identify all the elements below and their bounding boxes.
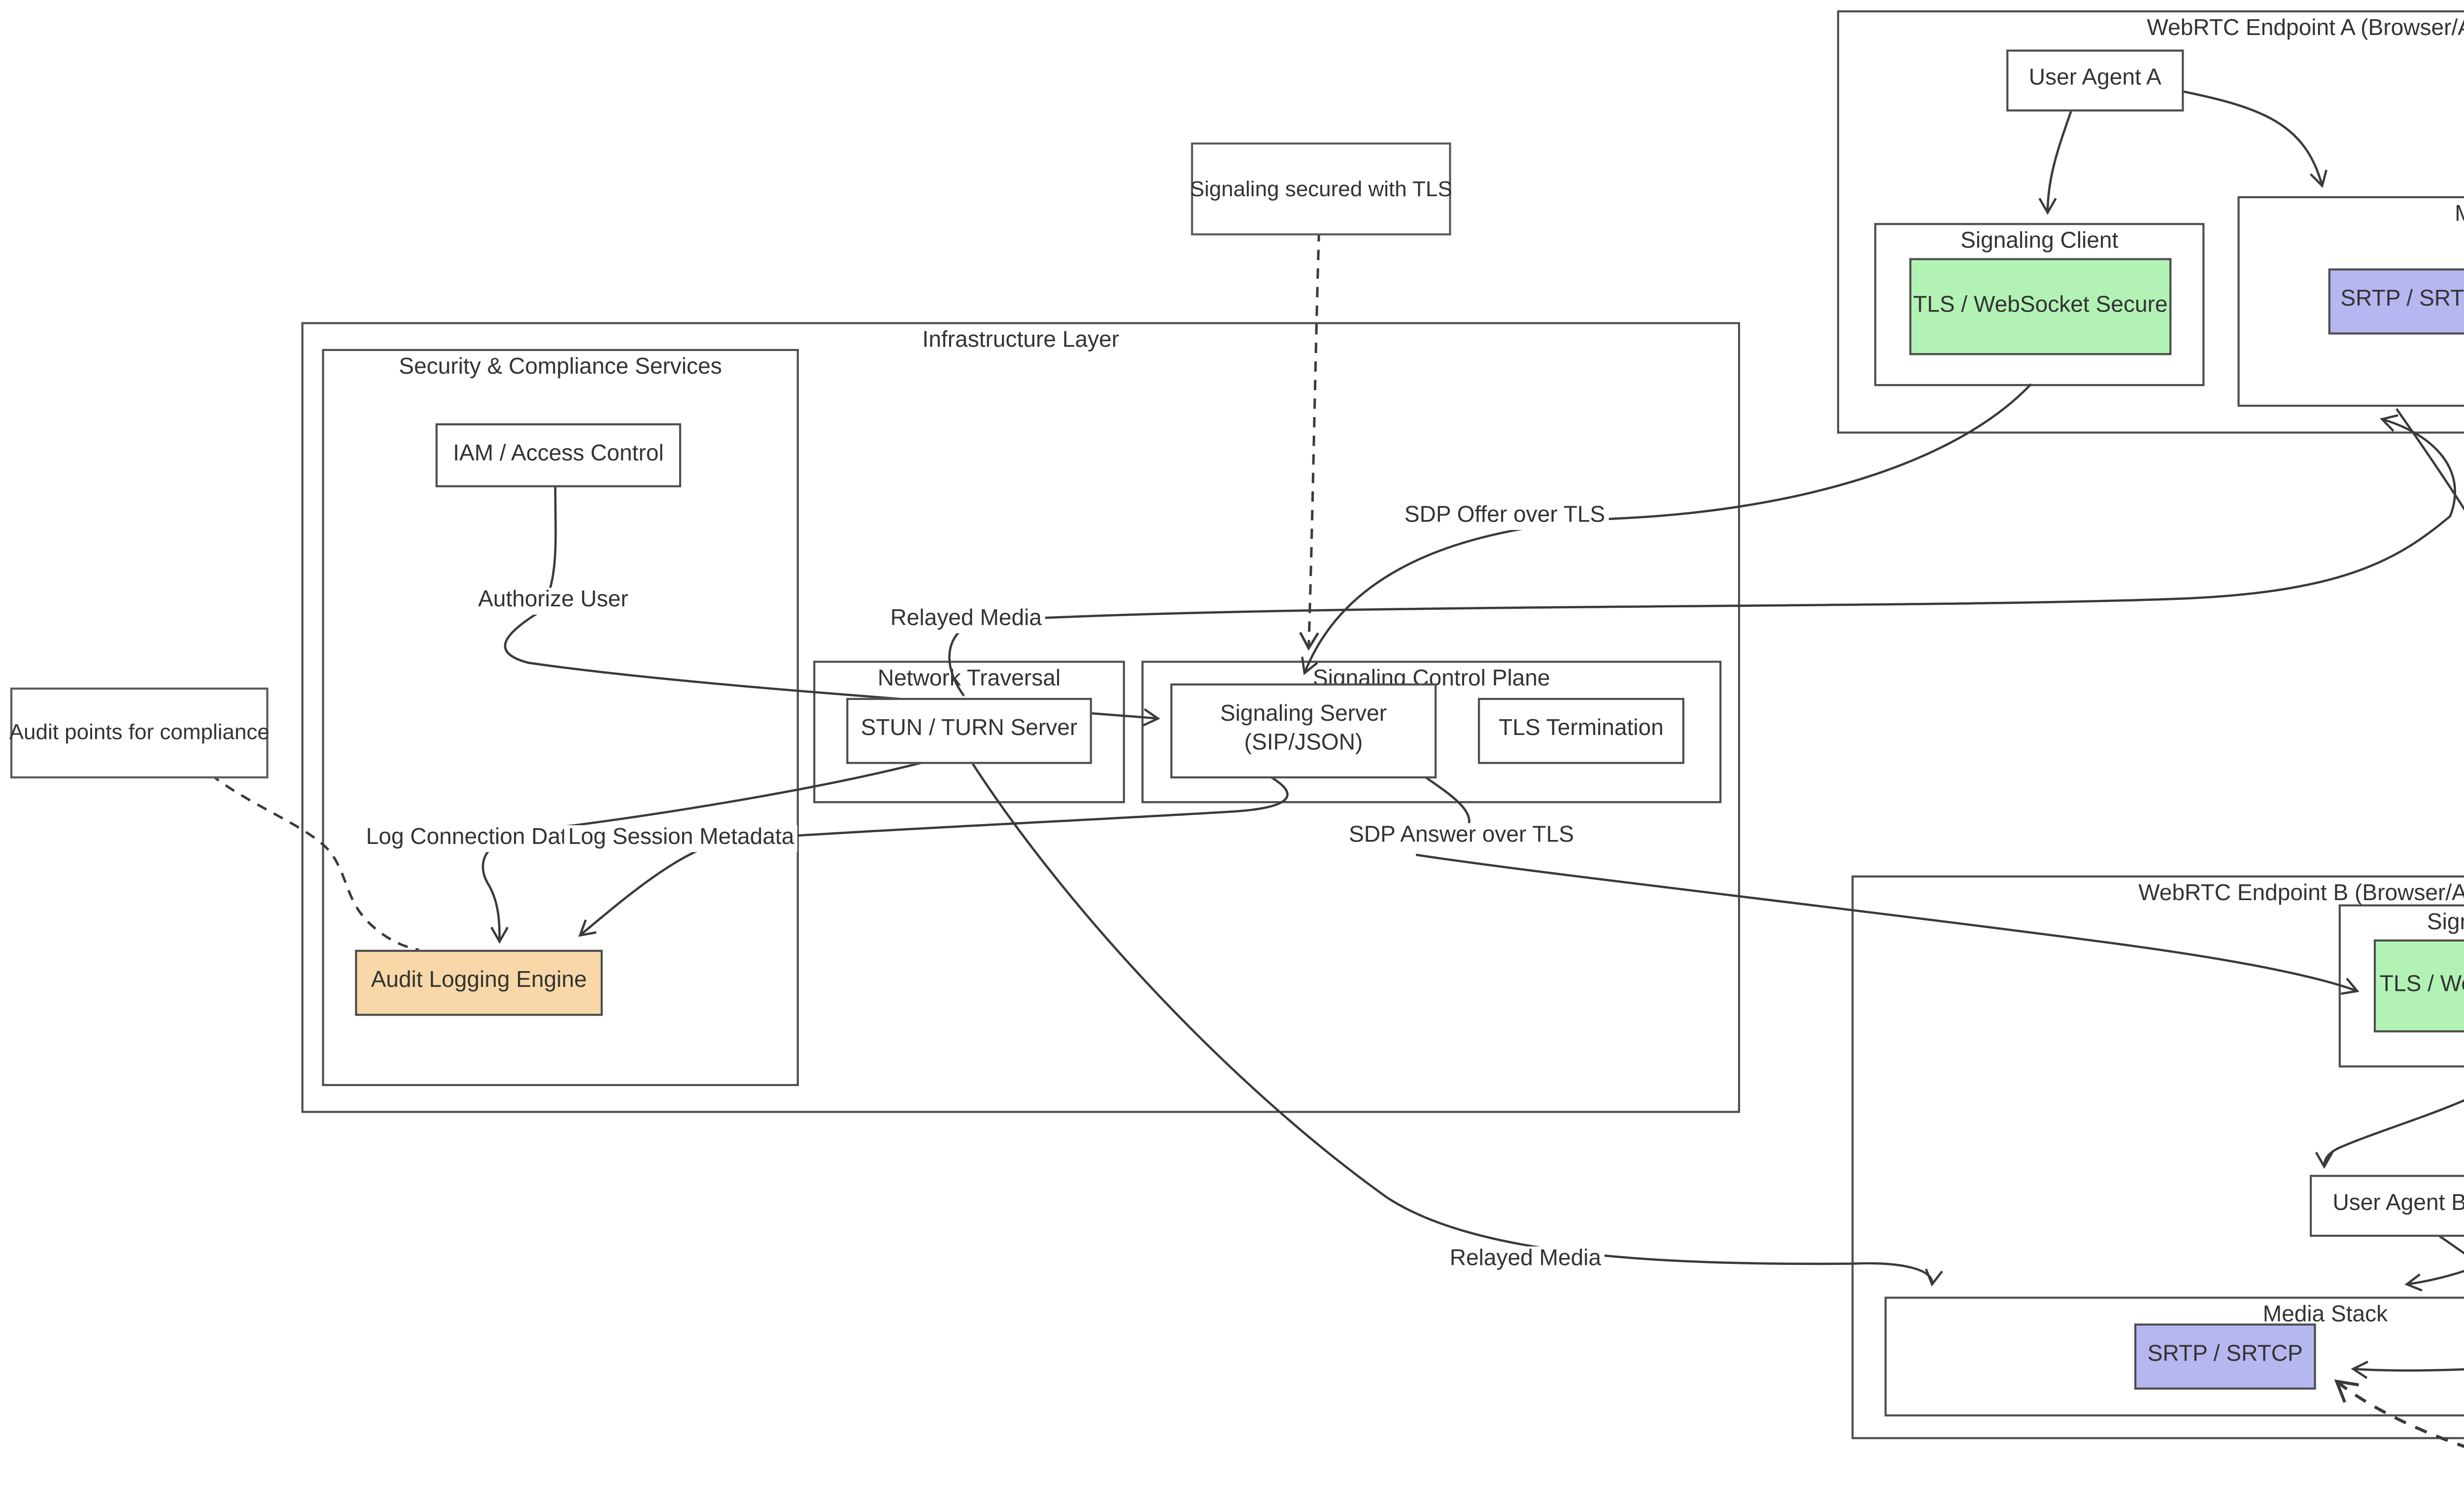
tls-websocket-b-label: TLS / WebSocket Secure <box>2379 972 2464 997</box>
tls-websocket-a-node: TLS / WebSocket Secure <box>1909 258 2172 355</box>
network-traversal-title: Network Traversal <box>877 666 1061 692</box>
iam-access-control-label: IAM / Access Control <box>453 441 664 466</box>
label-log-session: Log Session Metadata <box>564 825 798 852</box>
audit-logging-engine-node: Audit Logging Engine <box>355 949 603 1016</box>
note-signaling-secured: Signaling secured with TLS <box>1190 142 1452 236</box>
user-agent-b-node: User Agent B <box>2310 1175 2464 1237</box>
endpoint-a-title: WebRTC Endpoint A (Browser/App) <box>2147 16 2464 41</box>
note-audit-points-label: Audit points for compliance <box>9 720 270 746</box>
note-signaling-secured-label: Signaling secured with TLS <box>1190 176 1452 202</box>
label-sdp-offer: SDP Offer over TLS <box>1400 503 1609 529</box>
tls-termination-label: TLS Termination <box>1499 716 1664 742</box>
tls-websocket-b-node: TLS / WebSocket Secure <box>2373 939 2464 1033</box>
label-sdp-answer: SDP Answer over TLS <box>1344 823 1578 849</box>
label-authorize-user: Authorize User <box>474 588 633 614</box>
note-audit-points: Audit points for compliance <box>9 687 270 779</box>
signaling-server-node: Signaling Server (SIP/JSON) <box>1170 683 1437 779</box>
user-agent-a-label: User Agent A <box>2028 66 2161 91</box>
endpoint-a-signaling-client-cluster: Signaling Client <box>1874 223 2205 386</box>
stun-turn-server-node: STUN / TURN Server <box>846 698 1092 764</box>
endpoint-a-signaling-client-title: Signaling Client <box>1960 229 2119 254</box>
label-relayed-media-top: Relayed Media <box>886 606 1046 633</box>
security-compliance-title: Security & Compliance Services <box>399 355 722 380</box>
user-agent-a-node: User Agent A <box>2006 49 2184 112</box>
iam-access-control-node: IAM / Access Control <box>435 423 682 488</box>
infrastructure-title: Infrastructure Layer <box>922 328 1120 353</box>
tls-termination-node: TLS Termination <box>1478 698 1684 764</box>
srtp-b-node: SRTP / SRTCP <box>2134 1323 2316 1390</box>
endpoint-a-media-stack-cluster: Media Stack <box>2237 196 2464 407</box>
tls-websocket-a-label: TLS / WebSocket Secure <box>1913 292 2168 317</box>
stun-turn-server-label: STUN / TURN Server <box>860 716 1078 742</box>
endpoint-b-title: WebRTC Endpoint B (Browser/App) <box>2138 881 2464 907</box>
signaling-server-label-line1: Signaling Server <box>1220 702 1387 728</box>
srtp-a-node: SRTP / SRTCP <box>2328 268 2464 335</box>
signaling-server-label-line2: (SIP/JSON) <box>1244 731 1363 756</box>
label-log-connection: Log Connection Data <box>362 825 584 852</box>
label-relayed-media-bottom: Relayed Media <box>1445 1246 1606 1273</box>
user-agent-b-label: User Agent B <box>2332 1191 2464 1217</box>
audit-logging-engine-label: Audit Logging Engine <box>371 968 587 994</box>
srtp-b-label: SRTP / SRTCP <box>2147 1342 2303 1367</box>
endpoint-a-media-stack-title: Media Stack <box>2240 202 2464 227</box>
srtp-a-label: SRTP / SRTCP <box>2340 287 2464 313</box>
endpoint-b-signaling-client-title: Signaling Client <box>2427 910 2464 936</box>
